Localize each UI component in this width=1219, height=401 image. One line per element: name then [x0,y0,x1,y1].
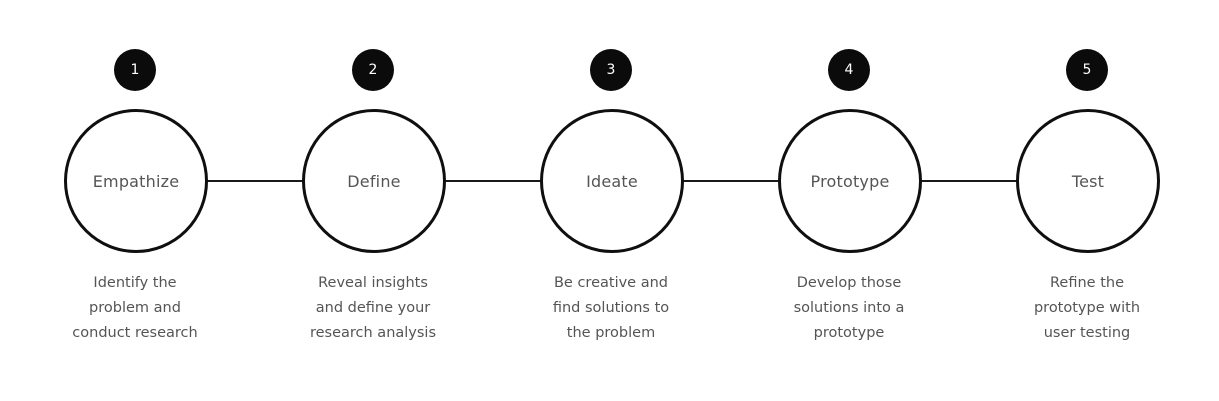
step-description-line: Reveal insights [318,275,428,291]
step-number-badge: 4 [828,49,870,91]
step-empathize: 1 Empathize Identify the problem and con… [20,0,250,401]
step-description-line: conduct research [72,325,198,341]
connector-line [205,180,303,182]
step-description-line: solutions into a [793,300,905,316]
step-number-badge: 2 [352,49,394,91]
step-description-line: user testing [1043,325,1131,341]
step-description-line: find solutions to [552,300,670,316]
step-description: Develop those solutions into a prototype [734,271,964,346]
step-number-badge: 3 [590,49,632,91]
step-description-line: the problem [566,325,656,341]
step-description-line: and define your [315,300,431,316]
step-title: Test [1071,171,1105,191]
step-circle: Prototype [778,109,922,253]
step-description-line: Refine the [1050,275,1124,291]
step-number-badge: 5 [1066,49,1108,91]
step-number-badge: 1 [114,49,156,91]
step-description-line: research analysis [309,325,437,341]
step-circle: Ideate [540,109,684,253]
step-test: 5 Test Refine the prototype with user te… [972,0,1202,401]
step-title: Empathize [92,171,180,191]
step-title: Ideate [586,171,638,191]
connector-line [443,180,541,182]
step-description-line: prototype with [1033,300,1141,316]
step-circle: Define [302,109,446,253]
step-prototype: 4 Prototype Develop those solutions into… [734,0,964,401]
step-title: Prototype [810,171,890,191]
step-title: Define [347,171,401,191]
step-description-line: Develop those [796,275,902,291]
connector-line [681,180,779,182]
step-description: Reveal insights and define your research… [258,271,488,346]
step-description-line: prototype [813,325,885,341]
step-description: Identify the problem and conduct researc… [20,271,250,346]
step-description: Refine the prototype with user testing [972,271,1202,346]
step-description-line: Identify the [93,275,177,291]
step-ideate: 3 Ideate Be creative and find solutions … [496,0,726,401]
step-description: Be creative and find solutions to the pr… [496,271,726,346]
step-circle: Test [1016,109,1160,253]
step-description-line: Be creative and [553,275,668,291]
step-circle: Empathize [64,109,208,253]
connector-line [919,180,1017,182]
step-description-line: problem and [89,300,181,316]
step-define: 2 Define Reveal insights and define your… [258,0,488,401]
